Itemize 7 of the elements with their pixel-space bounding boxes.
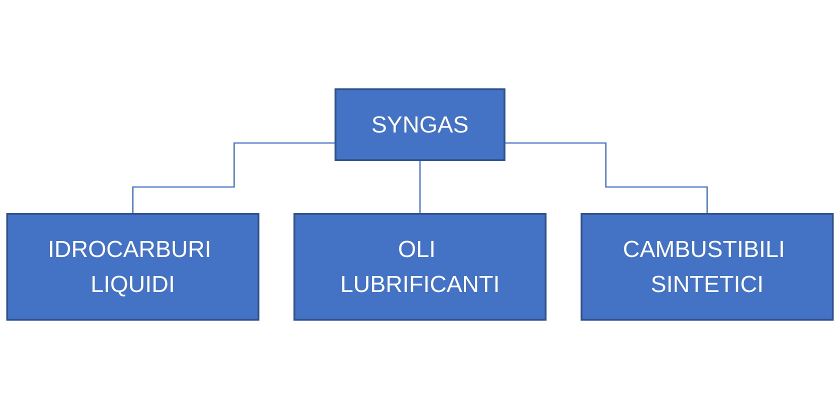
node-box: CAMBUSTIBILI SINTETICI [580,212,834,320]
connector [132,142,336,214]
node-box: SYNGAS [334,88,506,160]
connector [504,142,708,214]
node-box: OLI LUBRIFICANTI [293,212,547,320]
node-box: IDROCARBURI LIQUIDI [6,212,260,320]
connector [419,158,421,214]
